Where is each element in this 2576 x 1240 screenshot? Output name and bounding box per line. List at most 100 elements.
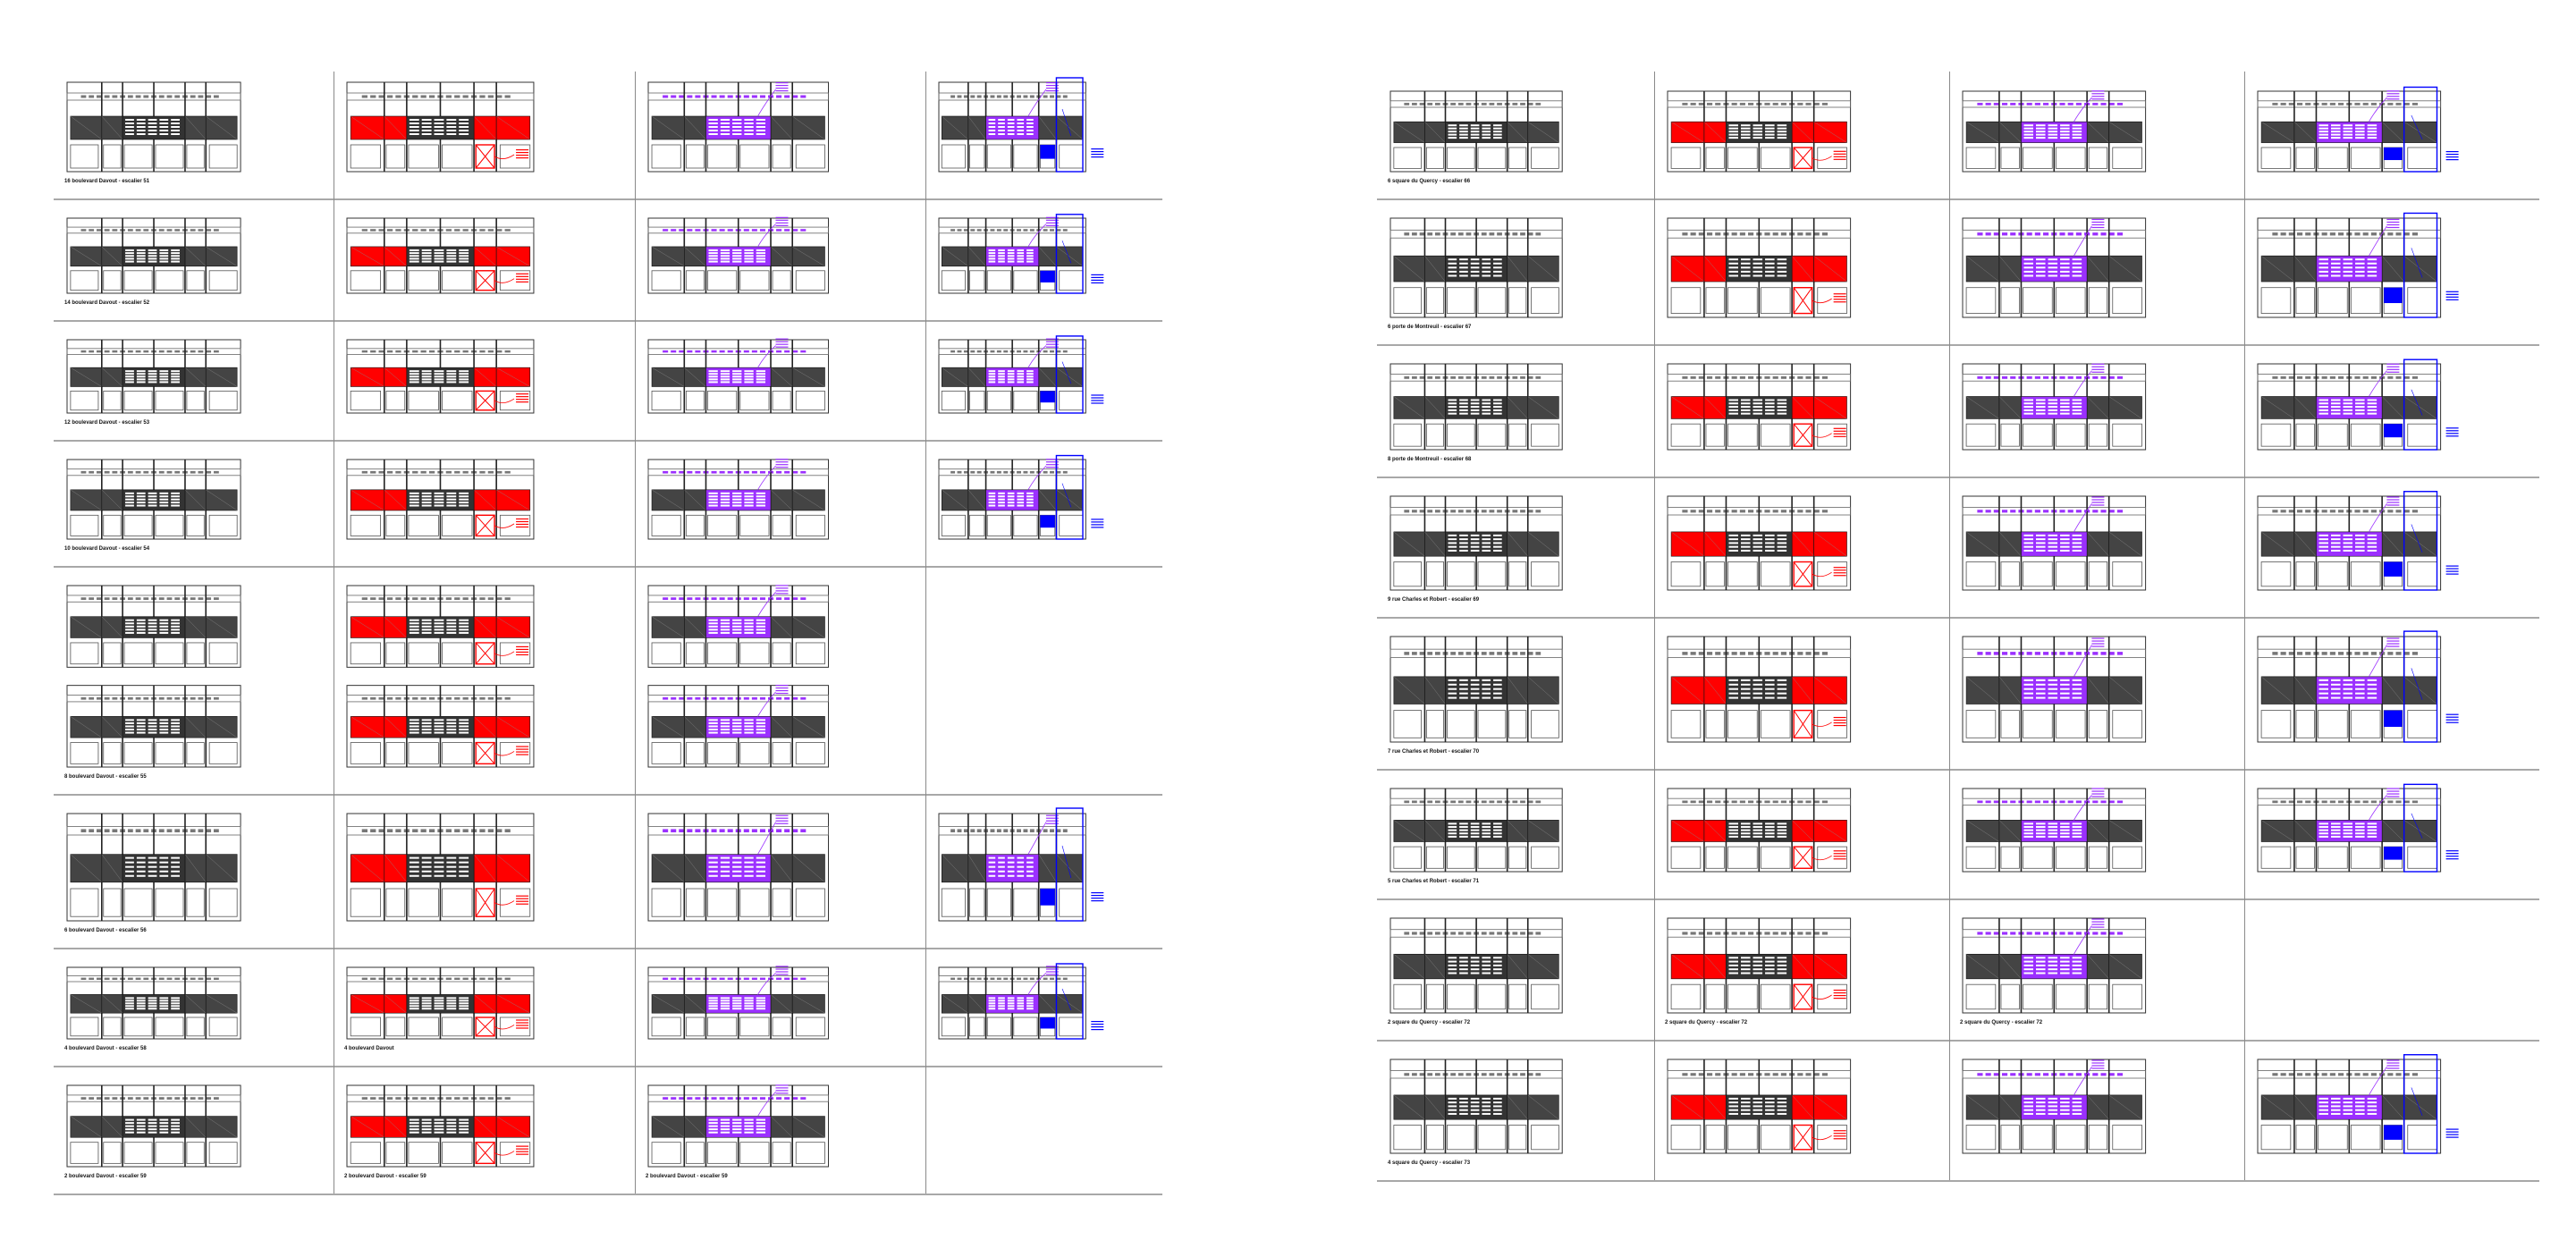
elevation [66,459,241,540]
elevation [2257,630,2459,743]
elevation-drawing-cell[interactable] [635,794,925,948]
elevation-drawing-cell[interactable] [1949,1040,2244,1180]
elevation-drawing-cell[interactable] [2244,617,2539,769]
elevation-drawing-cell[interactable]: 6 square du Quercy - escalier 66 [1377,72,1654,198]
elevation-drawing [1962,636,2147,743]
elevation-drawing-cell[interactable]: 7 rue Charles et Robert - escalier 70 [1377,617,1654,769]
elevation-drawing-cell[interactable] [334,794,635,948]
elevation-drawing-cell[interactable]: 2 square du Quercy - escalier 72 [1377,898,1654,1040]
elevation-drawing-cell[interactable] [2244,198,2539,344]
elevation-drawing-cell[interactable] [925,63,1162,198]
elevation-drawing-cell[interactable]: 4 boulevard Davout [334,948,635,1066]
elevation-drawing-cell[interactable]: 12 boulevard Davout - escalier 53 [54,320,334,440]
elevation-drawing-cell[interactable] [925,440,1162,566]
elevation-drawing [1667,90,1852,173]
drawing-caption: 4 boulevard Davout - escalier 58 [64,1046,147,1051]
elevation-drawing-cell[interactable] [334,63,635,198]
elevation-drawing-cell[interactable] [925,198,1162,320]
elevation-drawing-cell[interactable]: 4 square du Quercy - escalier 73 [1377,1040,1654,1180]
elevation-drawing-cell[interactable]: 6 porte de Montreuil - escalier 67 [1377,198,1654,344]
elevation-drawing-cell[interactable] [2244,72,2539,198]
elevation-drawing-cell[interactable] [334,198,635,320]
elevation-drawing-cell[interactable] [2244,1040,2539,1180]
column-divider [925,72,926,1194]
elevation-drawing [647,585,829,768]
elevation-drawing-cell[interactable]: 2 boulevard Davout - escalier 59 [334,1066,635,1194]
elevation-drawing-cell[interactable]: 2 square du Quercy - escalier 72 [1949,898,2244,1040]
elevation [1962,917,2147,1014]
elevation [647,81,829,173]
elevation-lower [647,684,829,768]
elevation-drawing-cell[interactable] [1654,344,1949,477]
elevation [346,813,535,922]
elevation-drawing-cell[interactable] [925,320,1162,440]
row-divider [1377,769,2539,771]
elevation-drawing-cell[interactable]: 4 boulevard Davout - escalier 58 [54,948,334,1066]
elevation-drawing-cell[interactable] [2244,477,2539,617]
elevation-drawing-cell[interactable] [334,566,635,794]
elevation [1389,636,1563,743]
elevation-drawing-cell[interactable]: 2 boulevard Davout - escalier 59 [635,1066,925,1194]
elevation-drawing-cell[interactable]: 6 boulevard Davout - escalier 56 [54,794,334,948]
elevation-drawing [1667,495,1852,591]
elevation-drawing-cell[interactable] [635,320,925,440]
elevation-drawing-cell[interactable] [635,566,925,794]
drawing-caption: 9 rue Charles et Robert - escalier 69 [1388,597,1480,603]
elevation-drawing-cell[interactable] [1654,198,1949,344]
elevation-drawing-cell[interactable] [1949,617,2244,769]
elevation [1667,917,1852,1014]
elevation-drawing [647,1084,829,1168]
elevation [1667,788,1852,873]
elevation-drawing-cell[interactable] [635,63,925,198]
row-divider [1377,198,2539,200]
elevation-drawing-cell[interactable]: 16 boulevard Davout - escalier 51 [54,63,334,198]
elevation-drawing-cell[interactable] [1949,769,2244,898]
elevation-drawing-cell[interactable] [1654,617,1949,769]
elevation-drawing-cell[interactable]: 5 rue Charles et Robert - escalier 71 [1377,769,1654,898]
elevation-drawing-cell[interactable] [334,440,635,566]
elevation-drawing-cell[interactable] [1654,769,1949,898]
elevation-drawing-cell[interactable]: 14 boulevard Davout - escalier 52 [54,198,334,320]
elevation [2257,1054,2459,1154]
elevation-drawing-cell[interactable]: 8 boulevard Davout - escalier 55 [54,566,334,794]
elevation-drawing-cell[interactable] [1949,198,2244,344]
elevation-drawing-cell[interactable]: 10 boulevard Davout - escalier 54 [54,440,334,566]
elevation-drawing [938,335,1104,414]
elevation-drawing-cell[interactable] [1949,344,2244,477]
elevation [346,966,535,1040]
elevation [1667,636,1852,743]
elevation-drawing-cell[interactable] [1654,1040,1949,1180]
drawing-caption: 2 square du Quercy - escalier 72 [1665,1020,1748,1025]
elevation-drawing [2257,1054,2459,1154]
elevation-drawing [66,585,241,768]
elevation-drawing-cell[interactable] [635,198,925,320]
elevation [647,338,829,414]
row-divider [1377,898,2539,900]
elevation-drawing-cell[interactable]: 2 square du Quercy - escalier 72 [1654,898,1949,1040]
elevation-drawing-cell[interactable] [635,948,925,1066]
drawing-caption: 2 square du Quercy - escalier 72 [1388,1020,1471,1025]
elevation-drawing [346,459,535,540]
elevation-drawing [938,77,1104,173]
elevation-drawing-cell[interactable] [635,440,925,566]
row-divider [54,440,1162,442]
elevation [346,1084,535,1168]
elevation-drawing-cell[interactable]: 9 rue Charles et Robert - escalier 69 [1377,477,1654,617]
elevation-drawing-cell[interactable] [2244,769,2539,898]
elevation-drawing-cell[interactable] [334,320,635,440]
elevation [346,217,535,294]
elevation-drawing-cell[interactable] [1654,72,1949,198]
elevation-drawing-cell[interactable] [1654,477,1949,617]
elevation-drawing-cell[interactable] [925,948,1162,1066]
elevation-drawing [647,338,829,414]
drawing-caption: 8 porte de Montreuil - escalier 68 [1388,457,1472,462]
elevation-drawing-cell[interactable] [925,794,1162,948]
elevation-drawing-cell[interactable] [1949,477,2244,617]
elevation [2257,212,2459,318]
elevation [1667,363,1852,451]
elevation-drawing-cell[interactable]: 2 boulevard Davout - escalier 59 [54,1066,334,1194]
elevation-drawing [346,81,535,173]
elevation-drawing-cell[interactable] [1949,72,2244,198]
elevation-drawing-cell[interactable] [2244,344,2539,477]
elevation-drawing-cell[interactable]: 8 porte de Montreuil - escalier 68 [1377,344,1654,477]
